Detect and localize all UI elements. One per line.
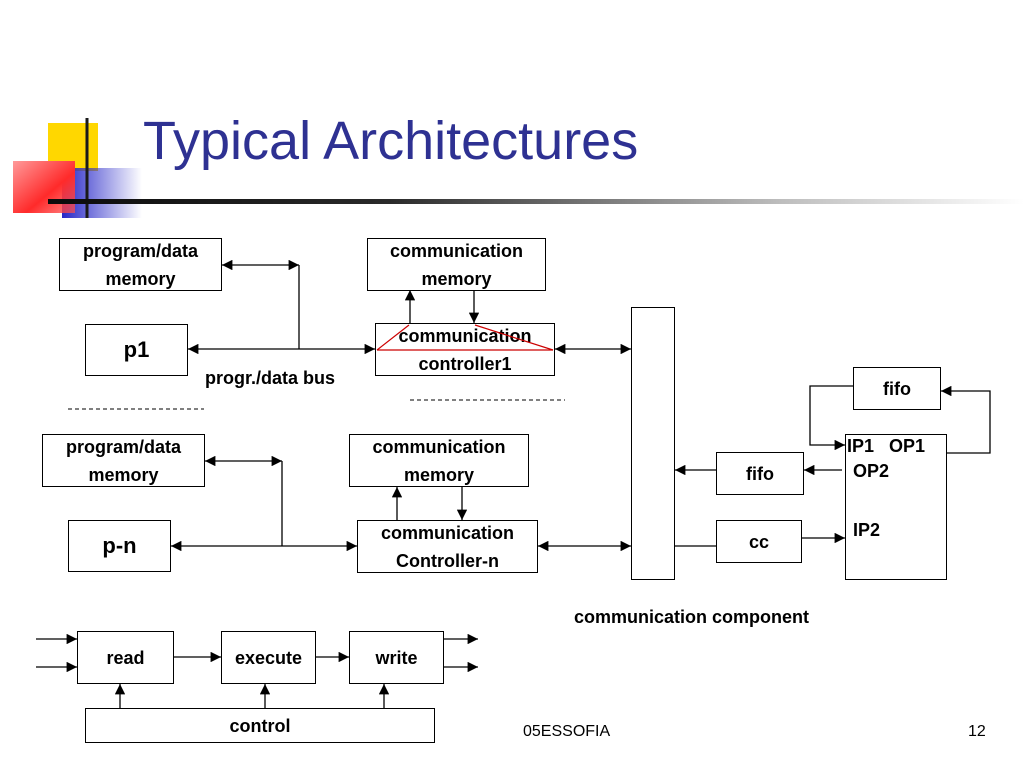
title-underline xyxy=(48,199,1024,204)
communication-controller-n: communication Controller-n xyxy=(357,520,538,573)
execute-label: execute xyxy=(234,647,303,668)
ip-op-block xyxy=(845,434,947,580)
fifo-box-top: fifo xyxy=(853,367,941,410)
write-label: write xyxy=(375,647,418,668)
ip1-op1-label: IP1 OP1 xyxy=(847,436,926,456)
cc-box: cc xyxy=(716,520,802,563)
processor-pn-label: p-n xyxy=(102,533,137,558)
processor-p1: p1 xyxy=(85,324,188,376)
processor-pn: p-n xyxy=(68,520,171,572)
processor-p1-label: p1 xyxy=(123,337,150,362)
bus-label: progr./data bus xyxy=(205,368,336,388)
ip2-label: IP2 xyxy=(853,520,881,540)
communication-controller-n-label: communication Controller-n xyxy=(380,522,514,571)
fifo-top-label: fifo xyxy=(883,378,911,399)
slide-title: Typical Architectures xyxy=(143,111,639,171)
communication-controller-1-label: communication controller1 xyxy=(398,325,532,374)
fifo-box-middle: fifo xyxy=(716,452,804,495)
read-label: read xyxy=(106,647,145,668)
communication-memory-1: communication memory xyxy=(367,238,546,291)
communication-memory-n: communication memory xyxy=(349,434,529,487)
communication-memory-n-label: communication memory xyxy=(372,436,506,485)
op2-label: OP2 xyxy=(853,461,890,481)
fifo-middle-label: fifo xyxy=(746,463,774,484)
control-unit: control xyxy=(85,708,435,743)
program-data-memory-1-label: program/data memory xyxy=(82,240,199,289)
communication-memory-1-label: communication memory xyxy=(389,240,523,289)
write-stage: write xyxy=(349,631,444,684)
program-data-memory-n-label: program/data memory xyxy=(65,436,182,485)
read-stage: read xyxy=(77,631,174,684)
slide-logo xyxy=(13,118,142,218)
communication-controller-1: communication controller1 xyxy=(375,323,555,376)
communication-bus-column xyxy=(631,307,675,580)
execute-stage: execute xyxy=(221,631,316,684)
program-data-memory-n: program/data memory xyxy=(42,434,205,487)
communication-component-caption: communication component xyxy=(574,607,810,627)
controller-highlight-lines xyxy=(376,324,554,351)
control-label: control xyxy=(229,715,291,736)
footer-text: 05ESSOFIA xyxy=(523,723,611,740)
program-data-memory-1: program/data memory xyxy=(59,238,222,291)
slide-number: 12 xyxy=(968,723,986,740)
cc-label: cc xyxy=(748,531,770,552)
